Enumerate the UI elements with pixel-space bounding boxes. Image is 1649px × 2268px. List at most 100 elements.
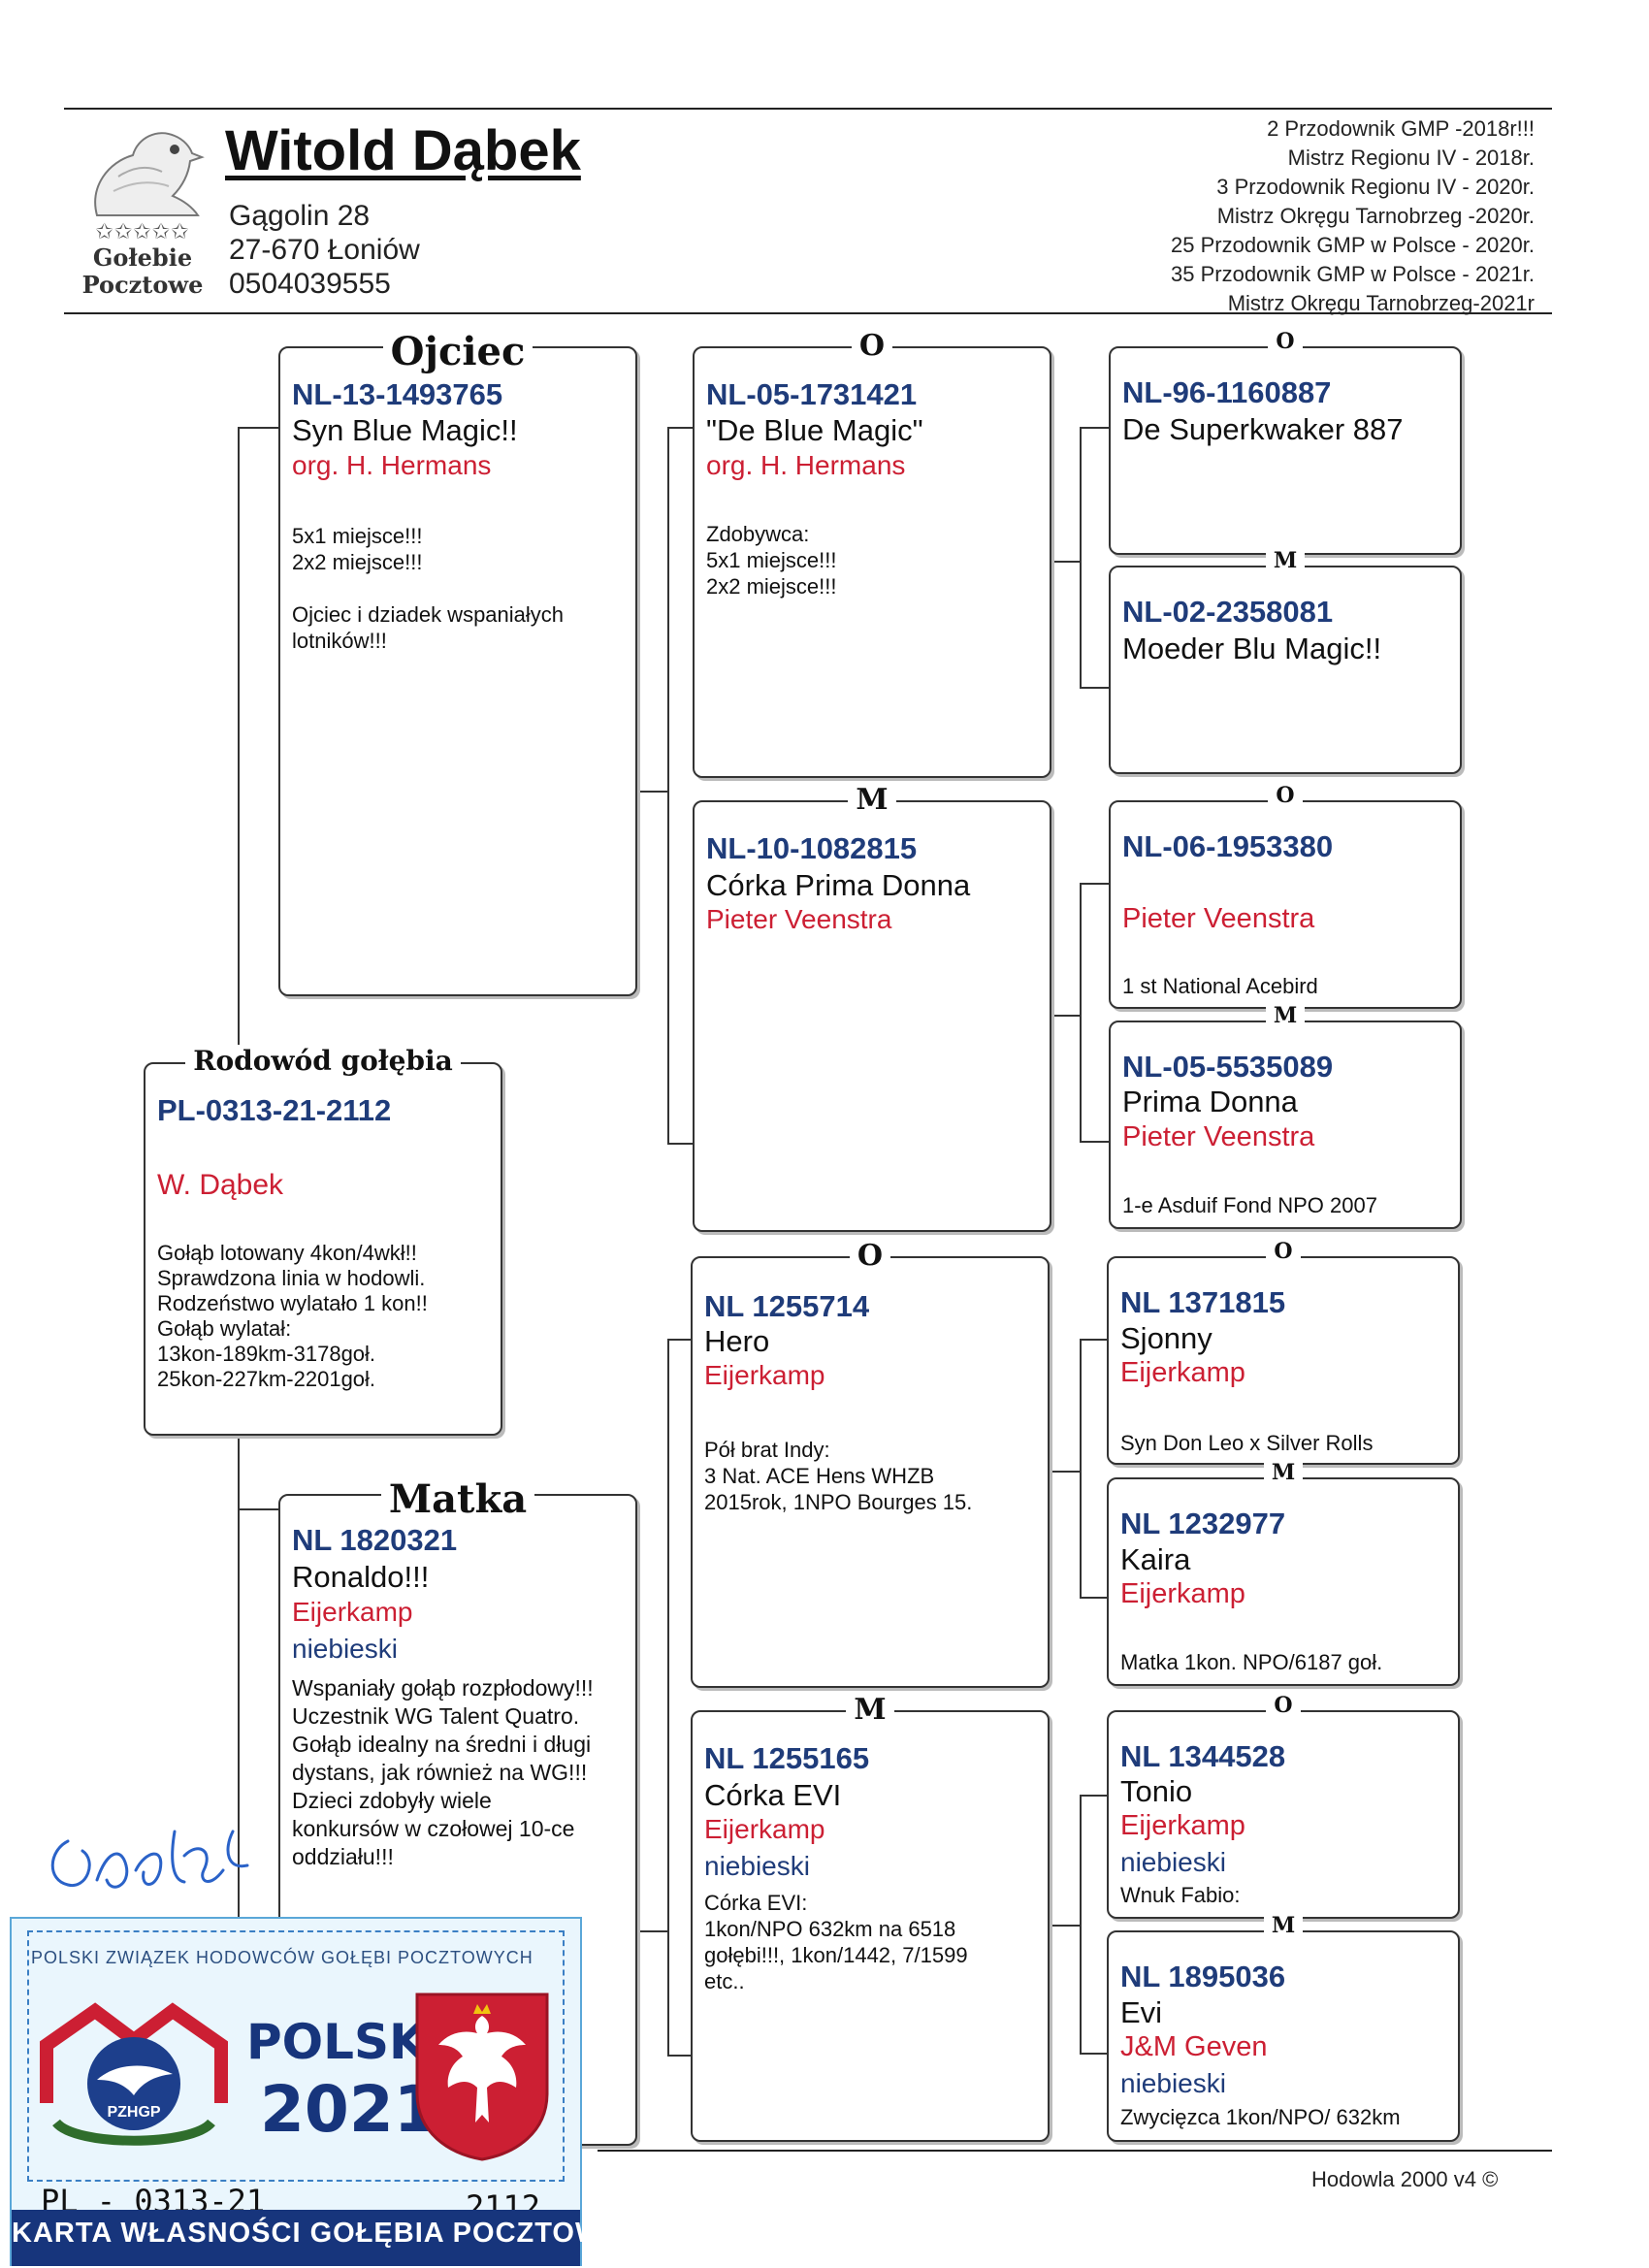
pzhgp-logo-icon: PZHGP <box>40 2002 228 2146</box>
pigeon-note: 1-e Asduif Fond NPO 2007 <box>1122 1193 1377 1217</box>
grandmother-maternal-box: M NL 1255165 Córka EVI Eijerkamp niebies… <box>691 1693 1050 2142</box>
ring-number: NL-96-1160887 <box>1122 375 1332 409</box>
father-box: Ojciec NL-13-1493765 Syn Blue Magic!! or… <box>278 329 637 996</box>
owner-contact: Gągolin 28 27-670 Łoniów 0504039555 <box>229 199 420 301</box>
pigeon-name: De Superkwaker 887 <box>1122 412 1404 446</box>
breeder-name: Pieter Veenstra <box>1122 903 1315 934</box>
owner-phone: 0504039555 <box>229 268 391 300</box>
breeder-name: W. Dąbek <box>157 1169 284 1201</box>
breeder-name: org. H. Hermans <box>706 450 906 480</box>
ring-number: NL-05-1731421 <box>706 377 918 411</box>
sex-label: O <box>1111 783 1460 808</box>
achievement: Mistrz Regionu IV - 2018r. <box>1287 146 1535 170</box>
ring-number: PL-0313-21-2112 <box>157 1093 392 1127</box>
connector-line <box>667 2055 693 2057</box>
pigeon-notes: 5x1 miejsce!!! 2x2 miejsce!!! Ojciec i d… <box>292 524 565 653</box>
breeder-name: Eijerkamp <box>704 1814 825 1844</box>
breeder-name: org. H. Hermans <box>292 450 492 480</box>
connector-line <box>238 1421 240 2071</box>
breeder-name: Eijerkamp <box>292 1597 413 1627</box>
ring-number: NL-13-1493765 <box>292 377 503 411</box>
grandmother-paternal-box: M NL-10-1082815 Córka Prima Donna Pieter… <box>693 783 1051 1232</box>
breeder-name: Eijerkamp <box>1120 1810 1245 1841</box>
card-organization: POLSKI ZWIĄZEK HODOWCÓW GOŁĘBI POCZTOWYC… <box>31 1948 534 1967</box>
ring-number: NL 1820321 <box>292 1523 458 1557</box>
pigeon-note: Syn Don Leo x Silver Rolls <box>1120 1431 1374 1455</box>
signature-icon <box>50 1830 249 1889</box>
connector-line <box>638 1930 667 1932</box>
card-inner-frame <box>27 1930 565 2182</box>
pzhgp-badge: PZHGP <box>107 2104 160 2121</box>
pigeon-name: Syn Blue Magic!! <box>292 413 518 447</box>
connector-line <box>1052 1015 1080 1017</box>
pigeon-notes: Córka EVI: 1kon/NPO 632km na 6518 gołębi… <box>704 1891 968 1993</box>
connector-line <box>1052 1925 1080 1927</box>
connector-line <box>1080 2053 1109 2055</box>
pigeon-notes: Zdobywca: 5x1 miejsce!!! 2x2 miejsce!!! <box>706 522 837 599</box>
connector-line <box>1052 1471 1080 1473</box>
pigeon-name: Kaira <box>1120 1542 1191 1576</box>
connector-line <box>667 1143 693 1145</box>
breeder-name: Pieter Veenstra <box>706 904 892 934</box>
card-title: KARTA WŁASNOŚCI GOŁĘBIA POCZTOWEGO <box>12 2218 668 2249</box>
great-grandparent-box: O NL-96-1160887 De Superkwaker 887 <box>1109 329 1462 555</box>
connector-line <box>1080 1597 1109 1599</box>
pigeon-name: Moeder Blu Magic!! <box>1122 632 1382 665</box>
pigeon-name: "De Blue Magic" <box>706 413 923 447</box>
achievement: Mistrz Okręgu Tarnobrzeg-2021r <box>1227 291 1535 315</box>
pigeon-notes: Gołąb lotowany 4kon/4wkł!! Sprawdzona li… <box>157 1241 428 1391</box>
pigeon-note: Matka 1kon. NPO/6187 goł. <box>1120 1650 1383 1674</box>
sex-label: O <box>693 1239 1048 1273</box>
card-year: 2021 <box>260 2072 438 2147</box>
sex-label: M <box>695 783 1050 817</box>
connector-line <box>1080 883 1082 1143</box>
ring-number: NL-05-5535089 <box>1122 1050 1334 1084</box>
pigeon-name: Prima Donna <box>1122 1085 1298 1118</box>
connector-line <box>1080 427 1109 429</box>
pigeon-name: Hero <box>704 1324 770 1358</box>
connector-line <box>667 1339 669 2057</box>
connector-line <box>238 1508 278 1510</box>
breeder-name: Eijerkamp <box>1120 1357 1245 1388</box>
connector-line <box>1080 427 1082 689</box>
sex-label: O <box>1111 329 1460 354</box>
great-grandparent-box: M NL 1895036 Evi J&M Geven niebieski Zwy… <box>1107 1913 1460 2142</box>
pigeon-color: niebieski <box>1120 2068 1226 2098</box>
owner-address: Gągolin 28 <box>229 200 371 232</box>
sex-label: M <box>693 1693 1048 1727</box>
connector-line <box>238 427 240 1062</box>
pigeon-name: Sjonny <box>1120 1321 1212 1355</box>
grandfather-paternal-box: O NL-05-1731421 "De Blue Magic" org. H. … <box>693 329 1051 778</box>
ring-number: NL-06-1953380 <box>1122 829 1334 863</box>
software-footer: Hodowla 2000 v4 © <box>1311 2167 1499 2191</box>
pigeon-note: Wnuk Fabio: <box>1120 1883 1241 1907</box>
owner-city: 27-670 Łoniów <box>229 234 420 266</box>
connector-line <box>667 427 669 1145</box>
great-grandparent-box: M NL-02-2358081 Moeder Blu Magic!! <box>1109 548 1462 774</box>
ring-number: NL 1371815 <box>1120 1285 1286 1319</box>
pigeon-name: Córka EVI <box>704 1778 842 1812</box>
achievement: 3 Przodownik Regionu IV - 2020r. <box>1216 175 1535 199</box>
ownership-card: POLSKI ZWIĄZEK HODOWCÓW GOŁĘBI POCZTOWYC… <box>10 1917 668 2266</box>
achievement: 35 Przodownik GMP w Polsce - 2021r. <box>1171 262 1535 286</box>
pigeon-color: niebieski <box>292 1634 398 1664</box>
polish-eagle-emblem-icon <box>415 1993 549 2161</box>
connector-line <box>638 791 667 793</box>
pigeon-note: 1 st National Acebird <box>1122 974 1318 998</box>
pigeon-name: Ronaldo!!! <box>292 1560 430 1594</box>
connector-line <box>238 427 278 429</box>
achievement: 2 Przodownik GMP -2018r!!! <box>1267 116 1535 141</box>
ring-number: NL 1255165 <box>704 1741 870 1775</box>
breeder-name: Eijerkamp <box>1120 1578 1245 1609</box>
ring-number: NL 1895036 <box>1120 1960 1286 1993</box>
breeder-name: J&M Geven <box>1120 2031 1268 2062</box>
pigeon-name: Evi <box>1120 1995 1163 2029</box>
pigeon-head-icon <box>94 132 205 216</box>
subject-pigeon-box: Rodowód gołębia PL-0313-21-2112 W. Dąbek… <box>144 1045 502 1436</box>
connector-line <box>1080 1795 1109 1797</box>
header-top-rule <box>64 108 1552 110</box>
ring-number: NL 1255714 <box>704 1289 870 1323</box>
achievement: Mistrz Okręgu Tarnobrzeg -2020r. <box>1216 204 1535 228</box>
ring-number: NL 1344528 <box>1120 1739 1286 1773</box>
card-title-bar <box>12 2210 580 2266</box>
